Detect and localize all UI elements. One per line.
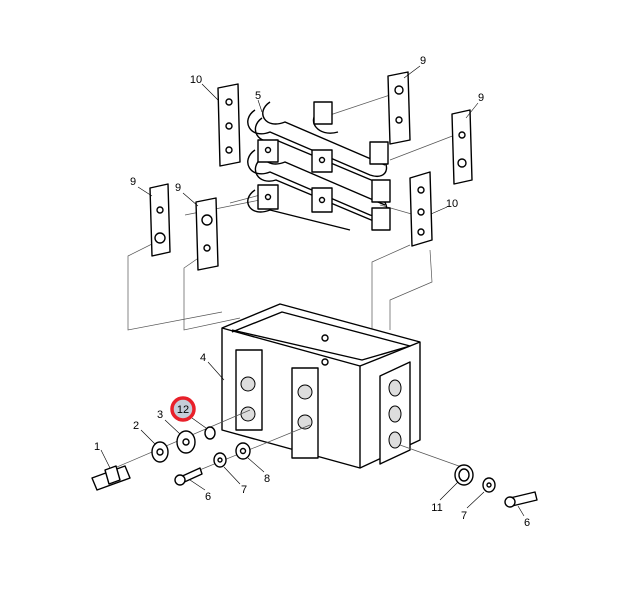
callout-3[interactable]: 3 <box>157 409 163 421</box>
heater-element-assembly <box>247 101 391 231</box>
callout-8[interactable]: 8 <box>264 473 270 485</box>
callout-7[interactable]: 7 <box>461 510 467 522</box>
plate-10-left <box>217 83 241 167</box>
callout-4[interactable]: 4 <box>200 352 206 364</box>
plate-9-left <box>149 183 171 257</box>
callout-7[interactable]: 7 <box>241 484 247 496</box>
callout-12-highlighted[interactable]: 12 <box>170 396 196 422</box>
highlight-ring <box>170 396 196 422</box>
leader-lines <box>100 65 525 517</box>
plate-9-top <box>387 71 411 145</box>
callout-1[interactable]: 1 <box>94 441 100 453</box>
callout-12: 12 <box>177 404 189 416</box>
terminal-block <box>313 101 333 125</box>
housing-block <box>221 303 421 469</box>
callout-9[interactable]: 9 <box>175 182 181 194</box>
callout-11[interactable]: 11 <box>431 502 442 514</box>
part-12-oring <box>204 426 216 440</box>
part-7-washer-right <box>482 477 496 493</box>
part-8-nut <box>235 442 251 460</box>
callout-2[interactable]: 2 <box>133 420 139 432</box>
plate-9-middle <box>195 197 219 271</box>
mounting-plates <box>149 71 473 271</box>
callout-9[interactable]: 9 <box>420 55 426 67</box>
callout-5[interactable]: 5 <box>255 90 261 102</box>
part-11-plug <box>454 464 474 486</box>
plate-9-right <box>451 109 473 185</box>
callout-10[interactable]: 10 <box>190 74 202 86</box>
callouts: 10 5 9 9 9 9 10 4 12 3 2 1 6 7 8 11 7 6 <box>94 55 530 529</box>
part-7-washer <box>213 452 227 468</box>
callout-6[interactable]: 6 <box>524 517 530 529</box>
callout-6[interactable]: 6 <box>205 491 211 503</box>
callout-9[interactable]: 9 <box>130 176 136 188</box>
callout-9[interactable]: 9 <box>478 92 484 104</box>
part-3-washer <box>176 430 196 454</box>
part-2-washer <box>151 441 169 463</box>
callout-10[interactable]: 10 <box>446 198 458 210</box>
hardware-parts <box>91 409 538 508</box>
